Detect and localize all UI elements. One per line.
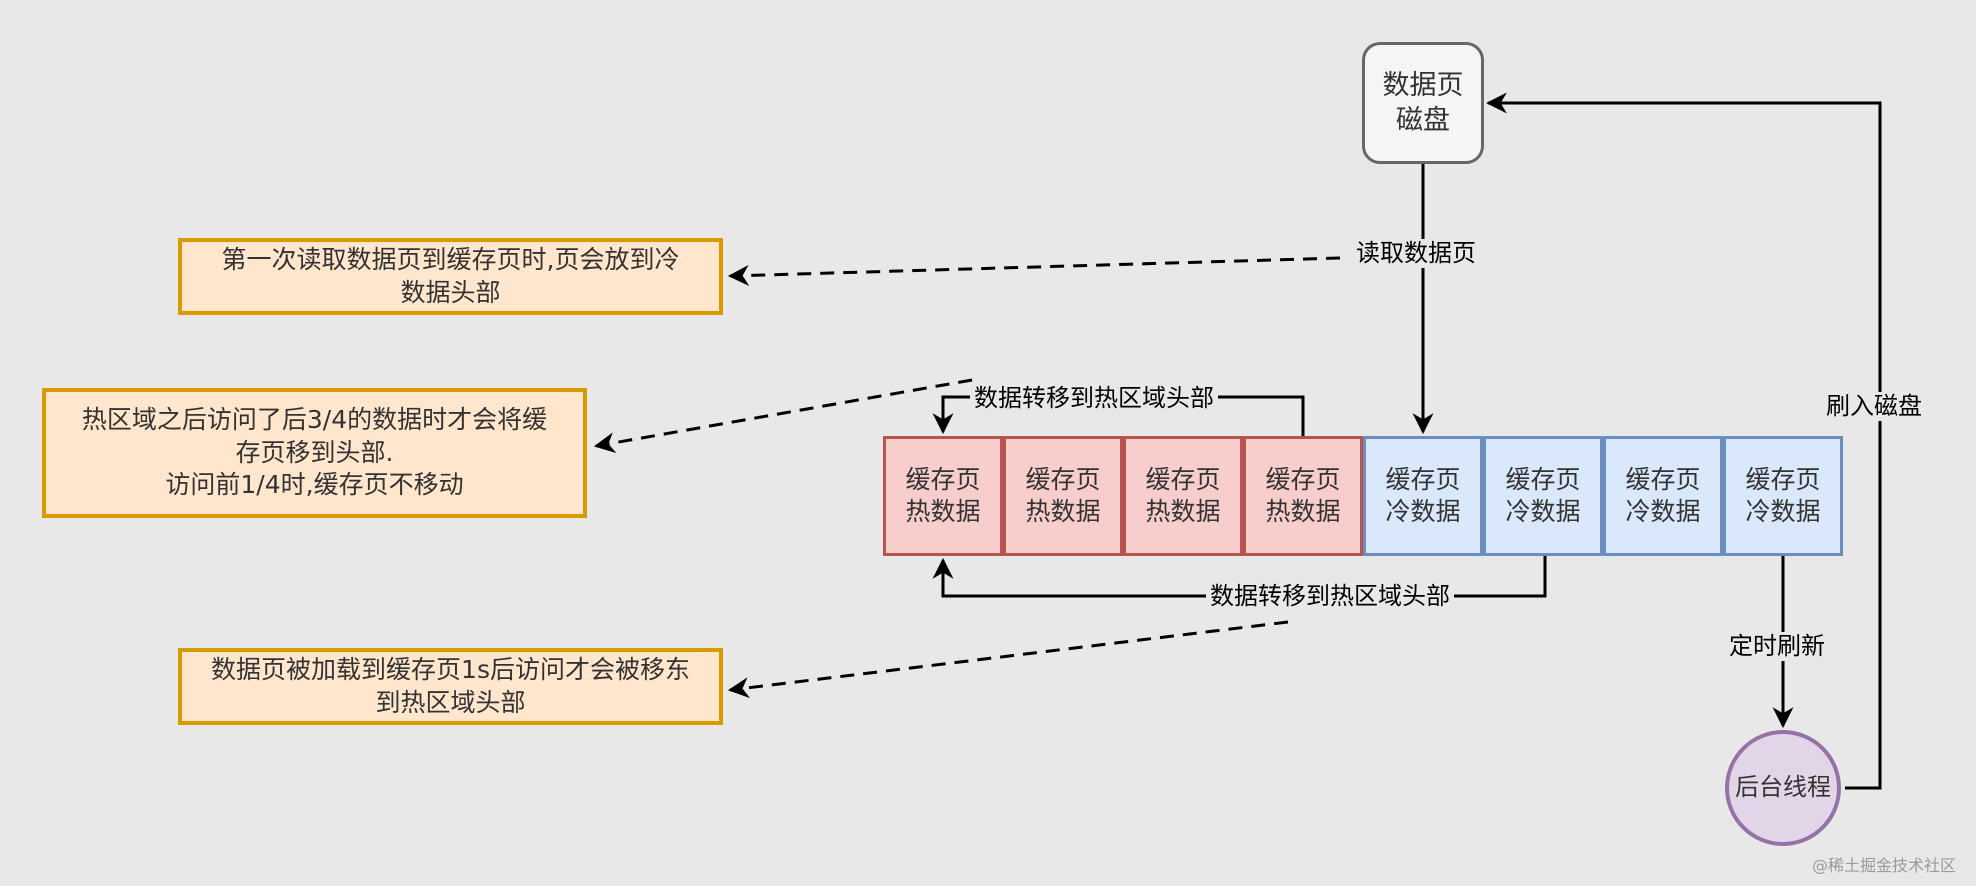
cache-cell-hot-1[interactable]: 缓存页热数据 [883,436,1003,556]
thread-label: 后台线程 [1735,773,1831,802]
cell-label: 缓存页 [905,464,981,494]
cell-label: 缓存页 [1145,464,1221,494]
note-cold-access[interactable]: 数据页被加载到缓存页1s后访问才会被移东 到热区域头部 [178,648,723,725]
cell-label: 冷数据 [1625,497,1701,526]
note-cold-access-line1: 数据页被加载到缓存页1s后访问才会被移东 [211,655,690,684]
cache-cell-hot-2[interactable]: 缓存页热数据 [1003,436,1123,556]
cell-label: 冷数据 [1745,497,1821,526]
watermark: @稀土掘金技术社区 [1811,856,1956,875]
cell-label: 缓存页 [1025,464,1101,494]
cache-cell-cold-4[interactable]: 缓存页冷数据 [1723,436,1843,556]
background-thread-node[interactable]: 后台线程 [1725,730,1841,846]
cell-label: 缓存页 [1505,464,1581,494]
edge-label-move-hot-top: 数据转移到热区域头部 [970,384,1218,413]
cache-cell-cold-2[interactable]: 缓存页冷数据 [1483,436,1603,556]
edge-label-read-page: 读取数据页 [1352,239,1480,268]
note-first-read-line1: 第一次读取数据页到缓存页时,页会放到冷 [221,245,680,274]
note-hot-access-line1: 热区域之后访问了后3/4的数据时才会将缓 [81,405,548,435]
note-cold-access-line2: 到热区域头部 [375,687,526,717]
cell-label: 缓存页 [1745,464,1821,494]
cell-label: 缓存页 [1265,464,1341,494]
cache-cell-hot-3[interactable]: 缓存页热数据 [1123,436,1243,556]
edge-label-timed-flush: 定时刷新 [1725,632,1829,661]
cell-label: 冷数据 [1505,497,1581,526]
cell-label: 缓存页 [1385,464,1461,494]
edge-hot-note [593,378,973,454]
cell-label: 热数据 [1025,497,1101,526]
cell-label: 热数据 [905,497,981,526]
note-first-read[interactable]: 第一次读取数据页到缓存页时,页会放到冷 数据头部 [178,238,723,315]
note-hot-access[interactable]: 热区域之后访问了后3/4的数据时才会将缓 存页移到头部. 访问前1/4时,缓存页… [42,388,587,518]
disk-label-line1: 数据页 [1382,69,1464,101]
cell-label: 热数据 [1145,497,1221,526]
cache-cell-cold-1[interactable]: 缓存页冷数据 [1363,436,1483,556]
cell-label: 冷数据 [1385,497,1461,526]
cell-label: 热数据 [1265,497,1341,526]
cache-cell-hot-4[interactable]: 缓存页热数据 [1243,436,1363,556]
edge-label-flush-to-disk: 刷入磁盘 [1822,392,1926,421]
cell-label: 缓存页 [1625,464,1701,494]
disk-node[interactable]: 数据页 磁盘 [1362,42,1484,164]
edge-flush-to-disk [1485,92,1882,790]
note-first-read-line2: 数据头部 [400,277,501,307]
note-hot-access-line3: 访问前1/4时,缓存页不移动 [165,470,464,500]
disk-label-line2: 磁盘 [1396,105,1450,136]
cache-cell-cold-3[interactable]: 缓存页冷数据 [1603,436,1723,556]
note-hot-access-line2: 存页移到头部. [235,437,394,467]
edge-label-move-hot-bottom: 数据转移到热区域头部 [1206,582,1454,611]
edge-read-to-note [727,256,1341,286]
edge-cold-note [727,620,1289,699]
